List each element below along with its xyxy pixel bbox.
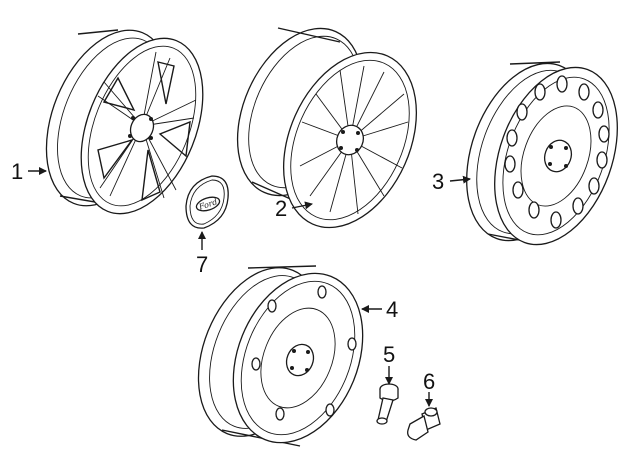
- callout-arrows: [28, 167, 471, 407]
- callout-7: 7: [196, 252, 208, 277]
- callout-3: 3: [432, 169, 444, 194]
- steel-wheel-with-holes: [466, 61, 618, 246]
- alloy-wheel-split-spoke: [45, 29, 204, 215]
- ford-oval-logo: [195, 196, 221, 212]
- steel-spare-wheel: [197, 265, 364, 447]
- callout-5: 5: [383, 342, 395, 367]
- callout-1: 1: [11, 159, 23, 184]
- center-cap: Ford: [185, 175, 229, 229]
- callout-2: 2: [275, 196, 287, 221]
- callout-4: 4: [386, 297, 398, 322]
- lug-nut: [407, 407, 441, 441]
- alloy-wheel-multi-spoke: [236, 27, 418, 229]
- valve-stem: [376, 383, 399, 425]
- callout-6: 6: [423, 369, 435, 394]
